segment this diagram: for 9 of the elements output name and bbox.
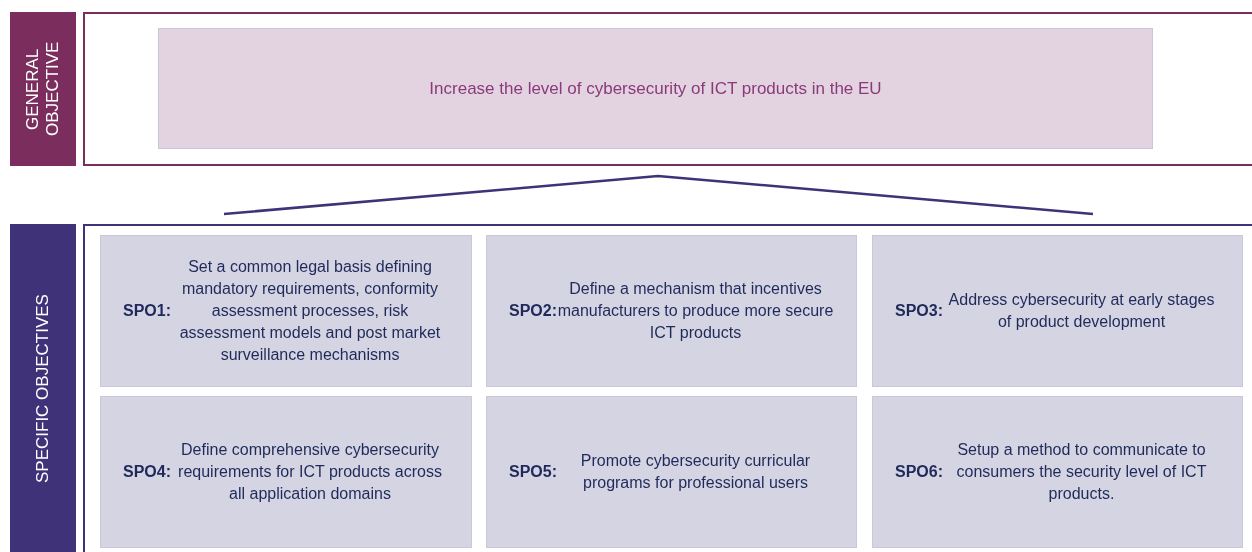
section-tab: GENERAL OBJECTIVE [10,12,76,166]
objective-box: SPO5: Promote cybersecurity curricular programs for professional users [486,396,857,548]
objective-box: Increase the level of cybersecurity of ICT products in the EU [158,28,1153,149]
objective-box: SPO2: Define a mechanism that incentives manufacturers to produce more secure ICT products [486,235,857,387]
objective-box: SPO6: Setup a method to communicate to consumers the security level of ICT products. [872,396,1243,548]
objective-box: SPO1: Set a common legal basis defining mandatory requirements, conformity assessment processes, risk assessment models and post market surveillance mechanisms [100,235,472,387]
section-tab: SPECIFIC OBJECTIVES [10,224,76,552]
objective-box: SPO4: Define comprehensive cybersecurity requirements for ICT products across all application domains [100,396,472,548]
objective-box: SPO3: Address cybersecurity at early stages of product development [872,235,1243,387]
